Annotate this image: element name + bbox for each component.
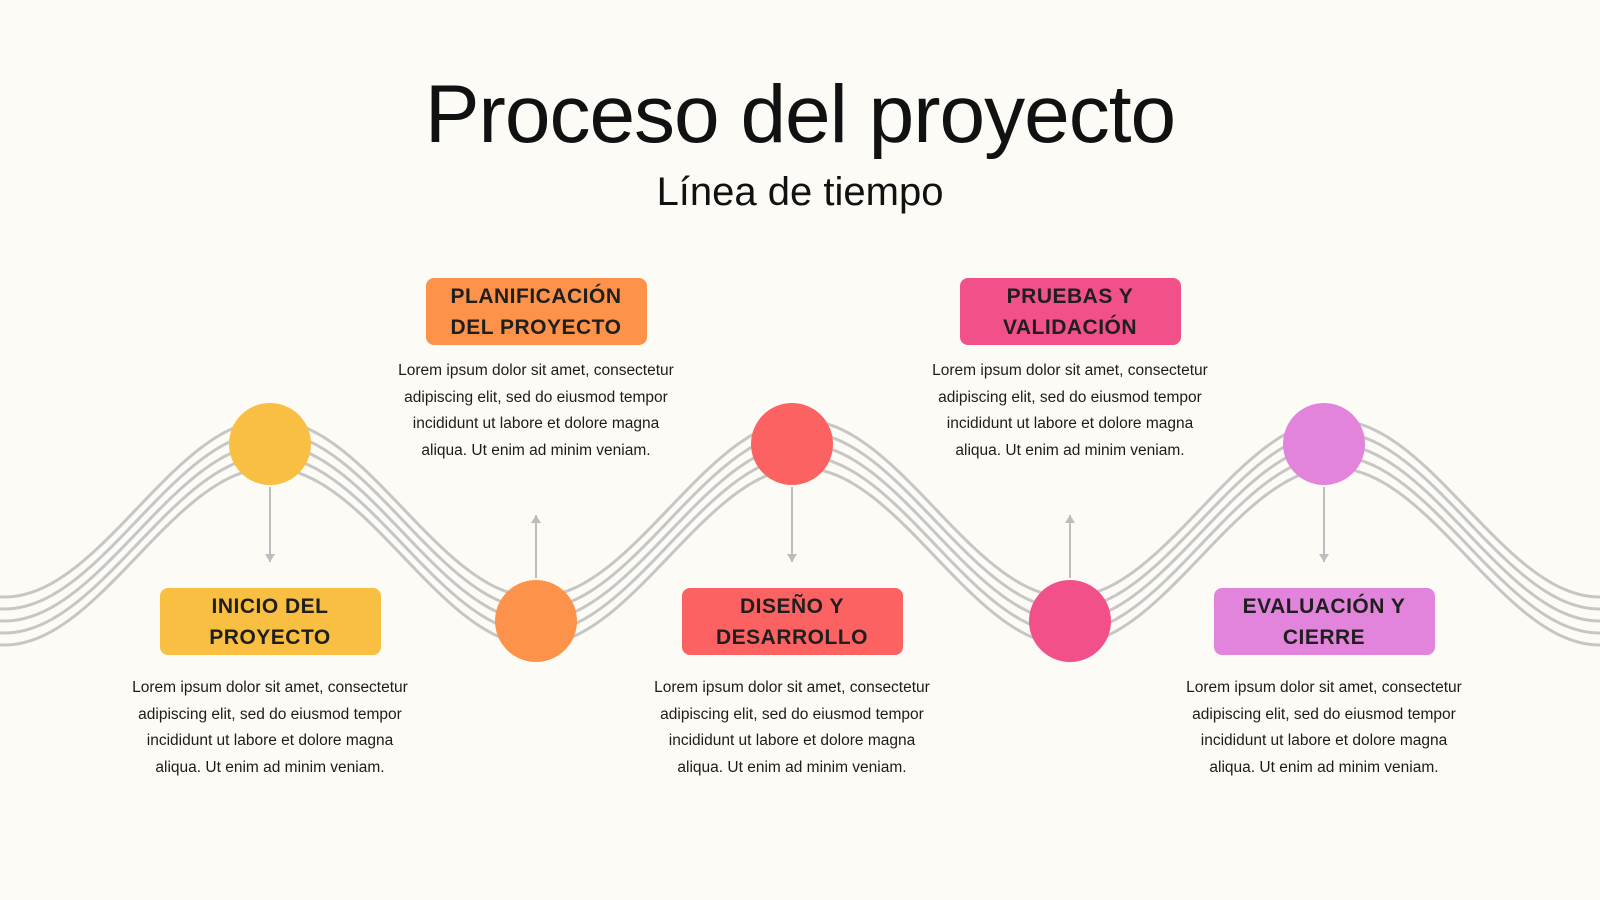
- timeline-node-5: [1283, 403, 1365, 485]
- step-label-4: PRUEBAS Y VALIDACIÓN: [959, 278, 1181, 345]
- page-title: Proceso del proyecto: [424, 69, 1176, 160]
- timeline-node-2: [495, 580, 577, 662]
- step-description-1: Lorem ipsum dolor sit amet, consectetur …: [132, 679, 408, 776]
- step-label-1: INICIO DEL PROYECTO: [159, 588, 381, 655]
- timeline-node-1: [229, 403, 311, 485]
- connector-arrow-2: [531, 515, 541, 578]
- connector-arrow-3: [787, 487, 797, 562]
- step-description-5: Lorem ipsum dolor sit amet, consectetur …: [1186, 679, 1462, 776]
- step-description-3: Lorem ipsum dolor sit amet, consectetur …: [654, 679, 930, 776]
- step-label-5: EVALUACIÓN Y CIERRE: [1213, 588, 1435, 655]
- step-label-3: DISEÑO Y DESARROLLO: [681, 588, 903, 655]
- page-subtitle: Línea de tiempo: [656, 170, 944, 214]
- timeline-node-3: [751, 403, 833, 485]
- step-description-4: Lorem ipsum dolor sit amet, consectetur …: [932, 362, 1208, 459]
- connector-arrow-1: [265, 487, 275, 562]
- step-description-2: Lorem ipsum dolor sit amet, consectetur …: [398, 362, 674, 459]
- connector-arrow-5: [1319, 487, 1329, 562]
- timeline-node-4: [1029, 580, 1111, 662]
- connector-arrow-4: [1065, 515, 1075, 578]
- step-label-2: PLANIFICACIÓN DEL PROYECTO: [425, 278, 647, 345]
